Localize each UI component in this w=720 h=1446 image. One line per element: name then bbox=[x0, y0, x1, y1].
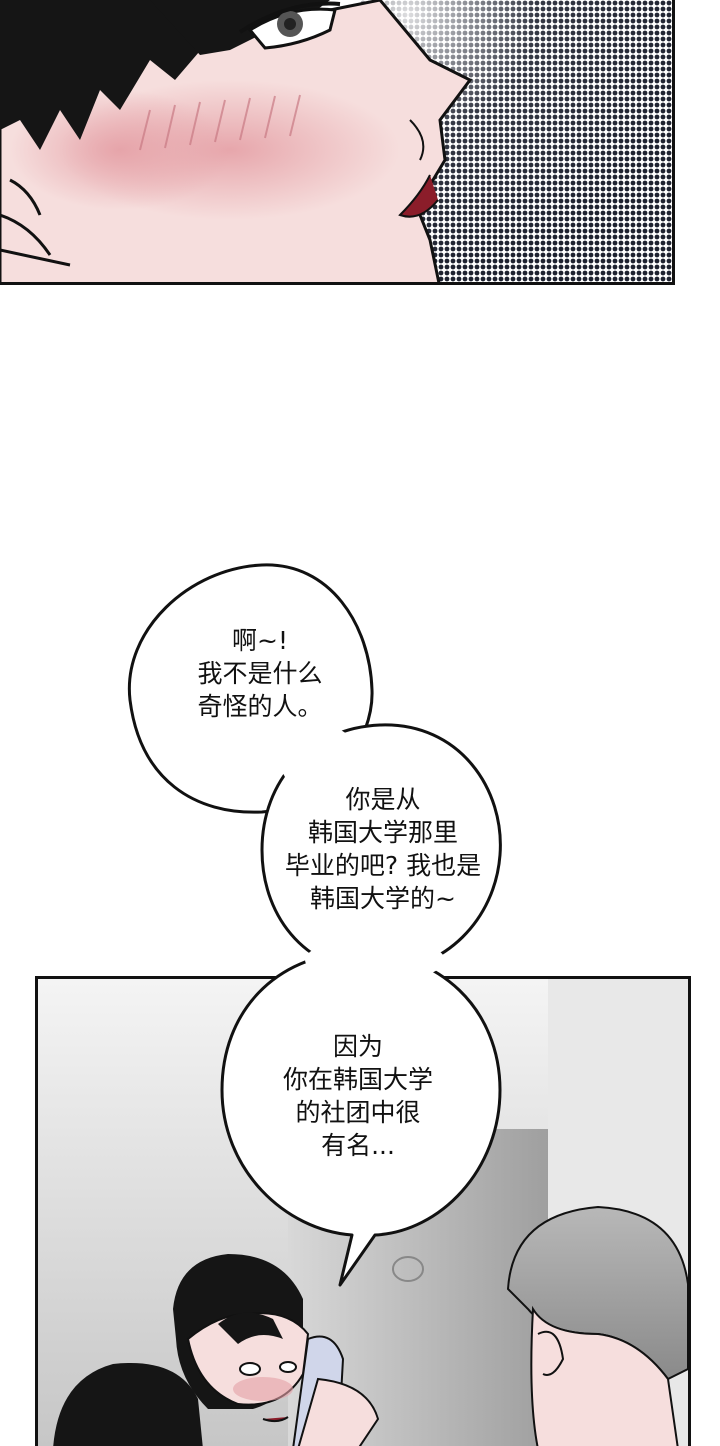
speech-bubble-3-text: 因为 你在韩国大学 的社团中很 有名... bbox=[282, 1032, 433, 1160]
mouth bbox=[398, 174, 439, 218]
speech-bubble-2-text: 你是从 韩国大学那里 毕业的吧? 我也是 韩国大学的~ bbox=[284, 785, 482, 913]
gray-hair-character-face bbox=[530, 1305, 679, 1446]
foreground-head bbox=[53, 1363, 203, 1446]
face-closeup-illustration bbox=[0, 0, 672, 282]
top-comic-panel bbox=[0, 0, 675, 285]
speech-bubble-1-text: 啊~! 我不是什么 奇怪的人。 bbox=[197, 626, 323, 721]
